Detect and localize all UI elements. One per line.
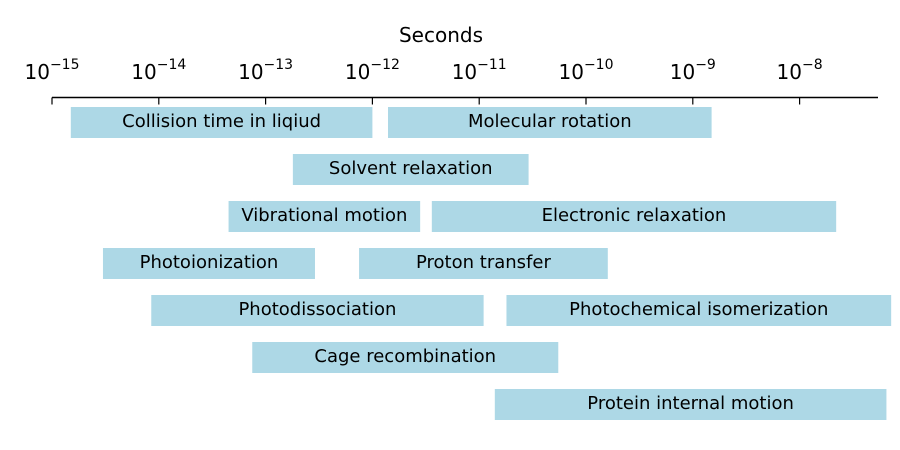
range-bar-label: Cage recombination bbox=[314, 346, 496, 367]
range-bar bbox=[388, 107, 712, 138]
range-bar-label: Photoionization bbox=[140, 252, 279, 273]
range-bar-label: Photodissociation bbox=[238, 299, 396, 320]
range-bar-label: Proton transfer bbox=[416, 252, 551, 273]
range-bar bbox=[252, 342, 559, 373]
range-bar-group: Photochemical isomerization bbox=[506, 295, 892, 326]
range-bar bbox=[506, 295, 892, 326]
range-bar bbox=[494, 389, 887, 420]
range-bar bbox=[102, 248, 315, 279]
range-bar bbox=[359, 248, 608, 279]
x-tick-label: 10−9 bbox=[670, 57, 716, 84]
range-bar-group: Solvent relaxation bbox=[292, 154, 529, 185]
x-tick-label: 10−8 bbox=[777, 57, 823, 84]
x-axis-title: Seconds bbox=[399, 23, 483, 47]
range-bar bbox=[70, 107, 373, 138]
range-bar-label: Protein internal motion bbox=[587, 393, 794, 414]
range-bar-group: Vibrational motion bbox=[228, 201, 421, 232]
range-bar bbox=[228, 201, 421, 232]
range-bar-label: Molecular rotation bbox=[468, 111, 632, 132]
range-bar bbox=[292, 154, 529, 185]
range-bar-group: Collision time in liqiud bbox=[70, 107, 373, 138]
x-tick-label: 10−15 bbox=[25, 57, 80, 84]
x-tick-label: 10−12 bbox=[345, 57, 400, 84]
range-bar-group: Electronic relaxation bbox=[431, 201, 837, 232]
range-bar-group: Protein internal motion bbox=[494, 389, 887, 420]
range-bar-label: Photochemical isomerization bbox=[569, 299, 828, 320]
range-bar bbox=[431, 201, 837, 232]
range-bar bbox=[151, 295, 484, 326]
range-bar-group: Cage recombination bbox=[252, 342, 559, 373]
range-bar-group: Photoionization bbox=[102, 248, 315, 279]
range-bar-group: Molecular rotation bbox=[388, 107, 712, 138]
range-bar-group: Proton transfer bbox=[359, 248, 608, 279]
x-tick-label: 10−10 bbox=[559, 57, 614, 84]
range-bar-label: Electronic relaxation bbox=[542, 205, 727, 226]
range-bar-label: Vibrational motion bbox=[241, 205, 407, 226]
x-tick-label: 10−14 bbox=[131, 57, 186, 84]
range-bar-group: Photodissociation bbox=[151, 295, 484, 326]
x-axis: 10−15 10−14 10−13 10−12 10−11 10−10 10−9 10−8 bbox=[25, 57, 878, 105]
range-bar-label: Solvent relaxation bbox=[329, 158, 493, 179]
range-bars: Collision time in liqiud Molecular rotati… bbox=[70, 107, 892, 420]
x-tick-label: 10−13 bbox=[238, 57, 293, 84]
range-bar-label: Collision time in liqiud bbox=[122, 111, 321, 132]
x-tick-label: 10−11 bbox=[452, 57, 507, 84]
